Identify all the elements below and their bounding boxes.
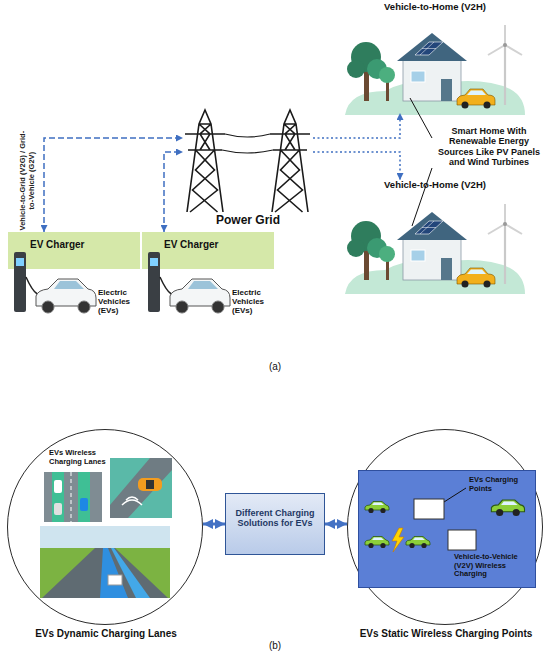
lightning-bolt: [392, 528, 404, 552]
green-car: [365, 537, 389, 549]
road: [110, 458, 172, 518]
leader-line: [410, 98, 432, 138]
node-label: EV Charger: [30, 239, 130, 251]
leader-line: [444, 488, 466, 502]
green-car: [365, 502, 389, 514]
car: [138, 478, 162, 491]
car: [54, 480, 62, 493]
double-arrow: [203, 523, 225, 526]
transmission-tower: [185, 110, 225, 212]
node-label: EVs Wireless Charging Lanes: [49, 449, 109, 466]
car-window: [146, 480, 154, 489]
double-arrow: [325, 523, 347, 526]
node-heading: Electric Vehicles (EVs): [98, 288, 140, 316]
connector-group: [44, 113, 400, 524]
node-label: Vehicle-to-Home (V2H): [345, 180, 525, 191]
node-label: EVs Static Wireless Charging Points: [336, 628, 550, 640]
wireless-symbol: [122, 497, 142, 505]
static-charging-circle: EVs Static Wireless Charging PointsEVs C…: [347, 429, 543, 625]
charger-scene: [14, 252, 96, 313]
connector-label: Vehicle-to-Grid (V2G) / Grid-to-Vehicle …: [19, 128, 36, 232]
car: [54, 503, 62, 515]
panel-label: (a): [262, 361, 288, 373]
ground: [110, 458, 172, 518]
road: [42, 548, 168, 598]
parking-illustration: [365, 488, 525, 552]
charging-lane: [52, 472, 64, 522]
power-flow-line: [313, 152, 400, 180]
charging-lot-panel: EVs Charging PointsVehicle-to-Vehicle (V…: [358, 470, 536, 588]
ev-charger-box: EV ChargerElectric Vehicles (EVs): [142, 232, 274, 320]
node-heading: Electric Vehicles (EVs): [232, 288, 274, 316]
car: [108, 575, 122, 585]
node-label: EVs Charging Points: [469, 476, 533, 493]
wireless-lane-photo: [44, 472, 102, 522]
sky: [40, 526, 170, 548]
charging-solutions-box: Different Charging Solutions for EVs: [225, 493, 325, 555]
node-label: Vehicle-to-Home (V2H): [345, 2, 525, 13]
wireless-lane-photo: [110, 458, 172, 518]
callout-note: Smart Home With Renewable Energy Sources…: [430, 126, 548, 167]
charging-slot: [448, 530, 476, 550]
charger-scene: [148, 252, 230, 313]
power-flow-line: [164, 152, 183, 232]
power-flow-line: [313, 113, 400, 138]
green-car: [491, 500, 524, 516]
node-label: Power Grid: [183, 214, 313, 228]
power-flow-line: [44, 138, 183, 232]
charging-lane: [111, 548, 150, 598]
lane-marking: [71, 472, 72, 522]
node-label: Different Charging Solutions for EVs: [228, 508, 322, 529]
leader-line: [412, 168, 432, 226]
ev-charger-box: EV ChargerElectric Vehicles (EVs): [8, 232, 140, 320]
car: [80, 498, 88, 511]
charging-lane: [78, 472, 90, 522]
transmission-tower: [270, 110, 310, 212]
panel-label: (b): [262, 640, 288, 652]
node-heading: Vehicle-to-Vehicle (V2V) Wireless Chargi…: [454, 553, 534, 579]
house-scene: [345, 204, 525, 294]
road: [44, 472, 102, 522]
power-line: [222, 134, 273, 153]
wireless-lane-photo: [40, 526, 170, 598]
grass: [40, 548, 170, 598]
green-car: [406, 537, 430, 549]
house-scene: [345, 25, 525, 115]
charging-slot: [414, 499, 444, 519]
node-heading: EVs Dynamic Charging Lanes: [0, 628, 216, 640]
node-label: EV Charger: [164, 239, 264, 251]
